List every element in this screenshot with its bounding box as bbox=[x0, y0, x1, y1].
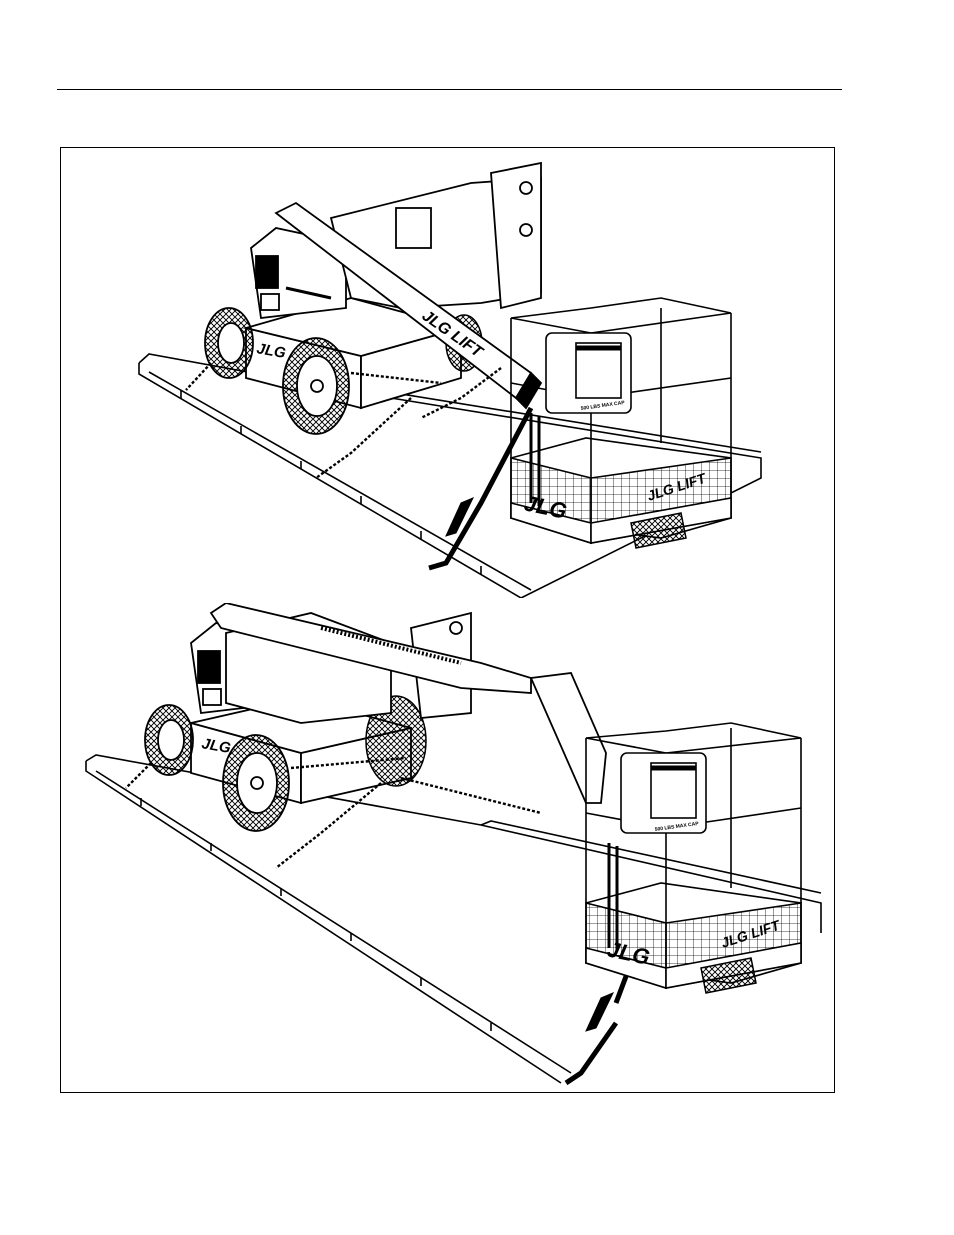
support-block bbox=[700, 957, 757, 994]
chassis-logo: JLG bbox=[255, 340, 287, 362]
platform-strap bbox=[564, 962, 634, 1086]
support-block bbox=[630, 512, 687, 549]
tie-down-chains bbox=[125, 756, 542, 869]
platform-strap bbox=[428, 406, 534, 571]
platform bbox=[510, 297, 732, 545]
wheel-front bbox=[222, 734, 290, 832]
wheel-far bbox=[365, 695, 427, 787]
trailer-deck bbox=[85, 754, 822, 1084]
main-boom bbox=[274, 201, 543, 410]
wheel-rear bbox=[204, 307, 254, 379]
wheel-front bbox=[282, 337, 350, 435]
header-rule bbox=[57, 89, 842, 90]
figure-frame: JLG JLG LIFT bbox=[60, 147, 835, 1093]
illustration-boom-extended: JLG bbox=[85, 603, 822, 1086]
main-boom bbox=[209, 603, 607, 804]
tie-down-chains bbox=[185, 362, 502, 479]
wheel-rear bbox=[144, 704, 194, 776]
chassis-logo: JLG bbox=[200, 735, 232, 757]
illustration-boom-stowed: JLG JLG LIFT bbox=[138, 161, 762, 598]
turntable bbox=[329, 161, 542, 310]
